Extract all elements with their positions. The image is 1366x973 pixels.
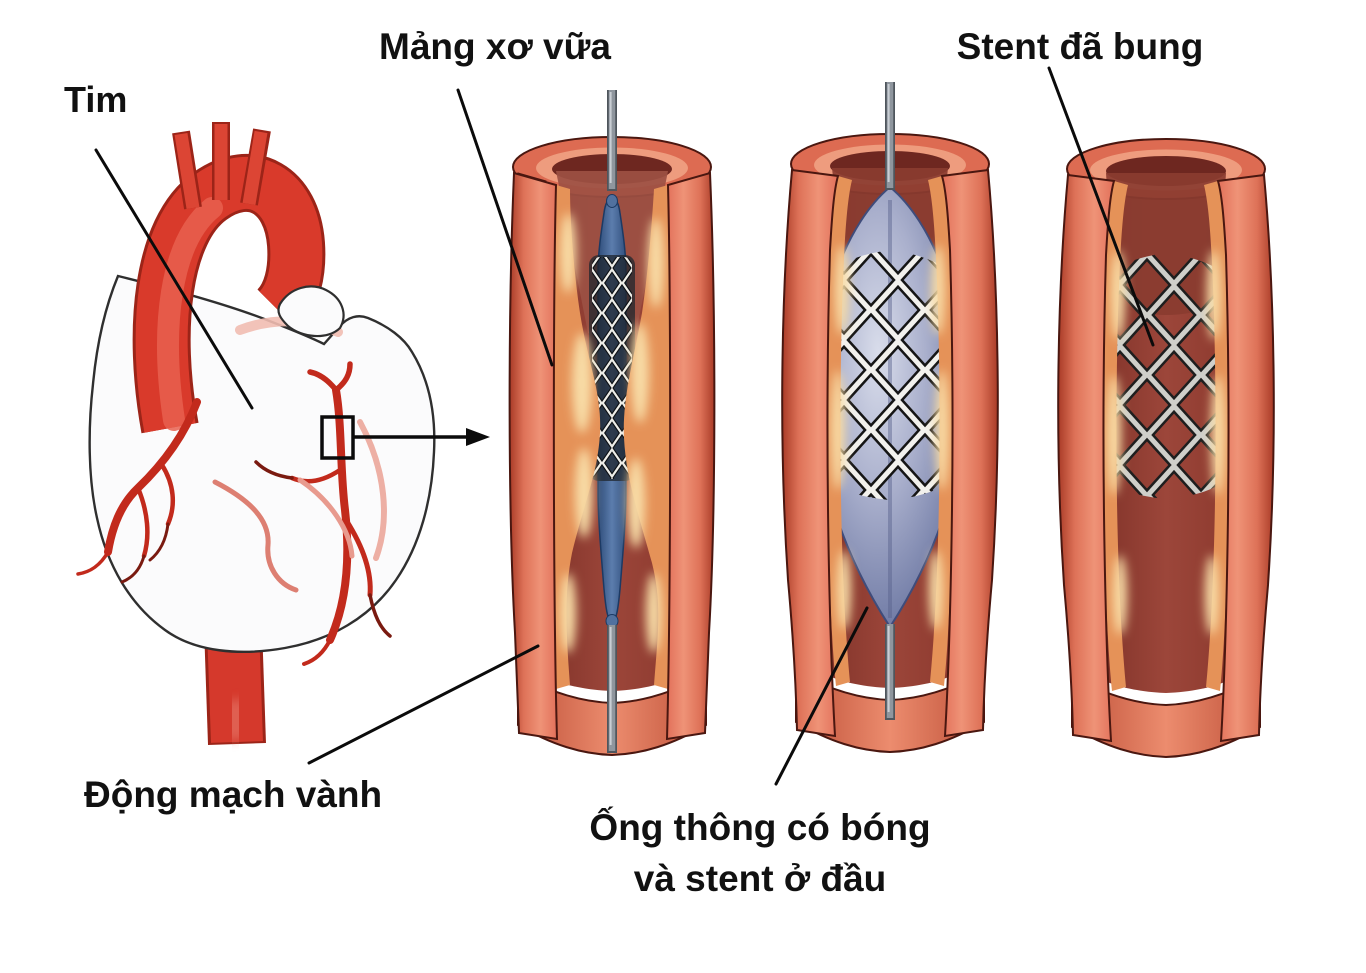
leader-line-expanded-stent (1047, 66, 1155, 347)
stent-crimped (589, 255, 635, 481)
heart-illustration (76, 122, 490, 745)
leader-lines (94, 66, 1155, 786)
vessel-panel-3 (1057, 138, 1275, 759)
right-coronary-artery (76, 398, 201, 584)
leader-line-heart (94, 148, 254, 410)
leader-line-plaque (456, 88, 554, 367)
artery-wall-right (940, 168, 999, 738)
catheter-wire-bottom (607, 625, 617, 753)
artery-wall-left (781, 168, 840, 738)
plaque-right (1204, 181, 1229, 691)
label-balloon-catheter-line2: và stent ở đầu (633, 858, 887, 900)
plaque-left (1103, 181, 1128, 691)
label-balloon-catheter: Ống thông có bóng và stent ở đầu (560, 802, 960, 904)
plaque-left (553, 185, 601, 689)
stent-expanded (1092, 253, 1240, 499)
catheter-wire-bottom (885, 624, 895, 720)
left-coronary-artery (254, 361, 392, 666)
plaque-left (827, 176, 852, 686)
zoom-arrow (353, 428, 490, 446)
artery-wall-left (508, 171, 559, 741)
catheter-wire-top (885, 82, 895, 190)
artery-wall-right (665, 171, 716, 741)
atrial-appendage (277, 285, 345, 338)
plaque-right (928, 176, 953, 686)
artery-wall-left (1057, 173, 1116, 743)
stent-expanded-on-balloon (816, 250, 964, 500)
artery-wall-right (1216, 173, 1275, 743)
label-balloon-catheter-line1: Ống thông có bóng (589, 807, 931, 848)
label-coronary-artery: Động mạch vành (84, 774, 383, 815)
leader-line-balloon-catheter (774, 606, 869, 786)
vessel-panel-2 (781, 82, 999, 754)
catheter-wire-top (607, 90, 617, 191)
vessel-panel-1 (508, 90, 716, 757)
label-plaque: Mảng xơ vữa (379, 26, 611, 67)
label-expanded-stent: Stent đã bung (956, 26, 1204, 67)
leader-line-coronary-artery (307, 644, 540, 765)
label-heart: Tim (64, 79, 128, 120)
plaque-right (623, 185, 671, 689)
aorta-arch (132, 122, 326, 434)
